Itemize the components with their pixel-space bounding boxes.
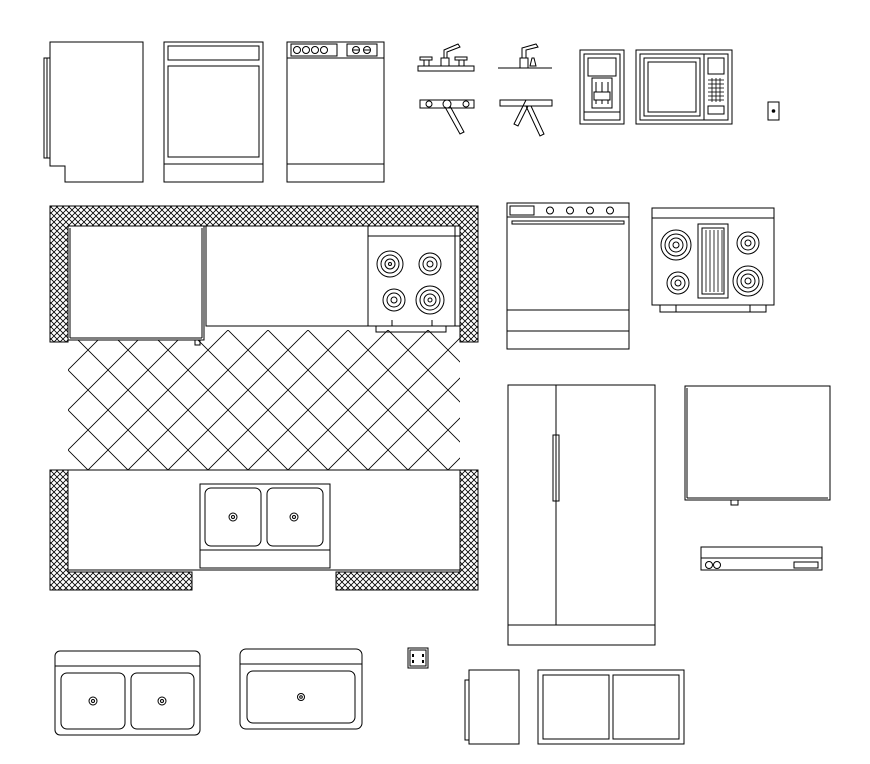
side-cabinet bbox=[464, 669, 520, 745]
double-window bbox=[537, 669, 685, 745]
wall-oven-plan bbox=[684, 385, 831, 506]
faucet-plan bbox=[419, 99, 475, 135]
microwave bbox=[635, 49, 733, 125]
water-dispenser bbox=[579, 49, 625, 125]
double-sink bbox=[54, 650, 201, 736]
cooktop-with-grill bbox=[651, 207, 775, 313]
faucet-elevation bbox=[417, 43, 475, 72]
range-front-elevation bbox=[506, 202, 630, 350]
single-faucet-elevation bbox=[498, 43, 552, 69]
single-faucet-plan bbox=[499, 99, 553, 137]
duplex-outlet bbox=[407, 647, 429, 669]
kitchen-plan-layout bbox=[49, 205, 479, 591]
single-sink bbox=[239, 648, 363, 730]
side-by-side-refrigerator bbox=[507, 384, 656, 646]
electrical-outlet bbox=[767, 101, 780, 121]
refrigerator-side-view bbox=[43, 41, 144, 183]
dishwasher-front-view bbox=[163, 41, 264, 183]
range-front-view bbox=[286, 41, 385, 183]
range-hood bbox=[700, 546, 823, 571]
